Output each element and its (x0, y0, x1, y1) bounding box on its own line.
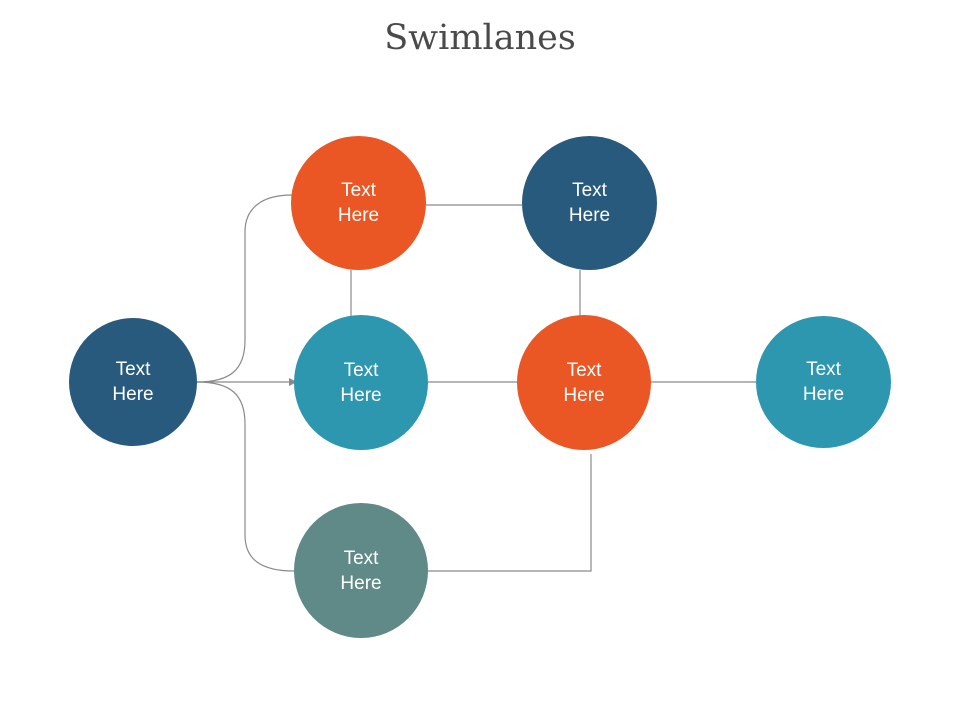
node-lane1-step1: Text Here (291, 136, 426, 270)
node-lane1-step2-label: Text Here (568, 180, 611, 226)
node-lane2-step1: Text Here (294, 315, 428, 450)
node-lane3-step1: Text Here (294, 503, 428, 638)
node-start-label: Text Here (112, 359, 154, 405)
connector-start-to-lane3 (196, 381, 295, 572)
node-lane1-step1-label: Text Here (337, 180, 380, 226)
node-lane2-step3: Text Here (756, 316, 891, 448)
node-lane2-step1-label: Text Here (340, 359, 382, 406)
node-lane2-step3-label: Text Here (802, 359, 845, 405)
node-lane3-step1-label: Text Here (340, 547, 382, 594)
node-lane2-step2-label: Text Here (563, 359, 605, 406)
diagram-title: Swimlanes (384, 18, 576, 58)
connector-lane3-to-lane2 (428, 454, 592, 572)
connector-start-to-lane1 (196, 194, 293, 383)
node-lane2-step2: Text Here (517, 315, 651, 450)
node-lane1-step2: Text Here (522, 136, 657, 270)
node-start: Text Here (69, 318, 197, 446)
